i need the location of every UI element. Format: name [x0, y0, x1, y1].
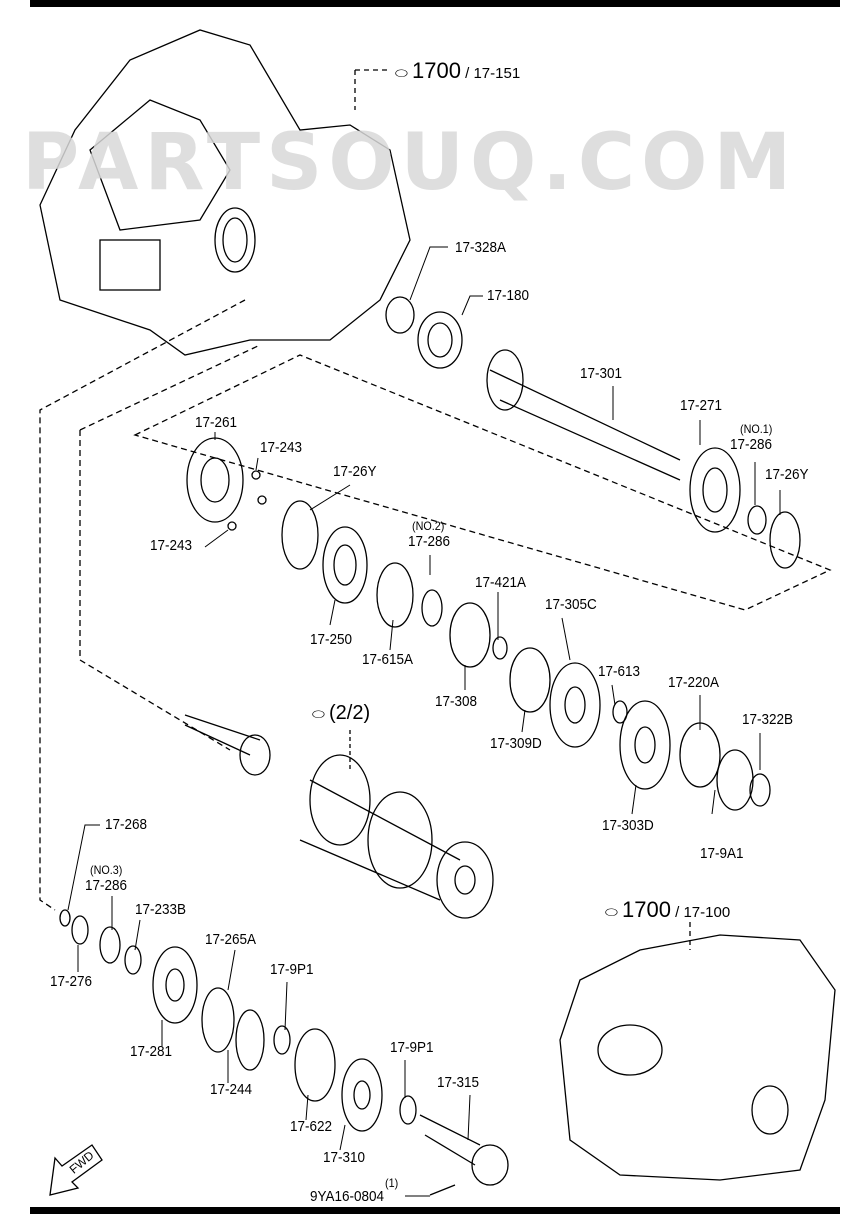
ref-main: 1700	[411, 58, 461, 83]
part-label[interactable]: 17-281	[130, 1043, 173, 1060]
part-label[interactable]: 17-303D	[602, 817, 654, 834]
part-label[interactable]: 17-243	[260, 439, 303, 456]
part-label[interactable]: 17-309D	[490, 735, 542, 752]
part-label[interactable]: 17-286	[85, 877, 128, 894]
part-note: (NO.2)	[412, 519, 445, 533]
watermark: PARTSOUQ.COM	[22, 118, 798, 208]
part-label[interactable]: 17-243	[150, 537, 193, 554]
reference-icon: ⬭	[312, 706, 329, 723]
part-label[interactable]: 17-244	[210, 1081, 253, 1098]
part-label[interactable]: 17-233B	[135, 901, 187, 918]
part-label[interactable]: 17-322B	[742, 711, 794, 728]
part-note: (NO.1)	[740, 422, 773, 436]
part-label[interactable]: 17-421A	[475, 574, 527, 591]
reference-icon: ⬭	[395, 65, 412, 82]
part-label[interactable]: 9YA16-0804	[310, 1188, 385, 1205]
bottom-border	[30, 1207, 840, 1214]
part-label[interactable]: 17-276	[50, 973, 93, 990]
part-label[interactable]: 17-180	[487, 287, 530, 304]
part-label[interactable]: 17-315	[437, 1074, 480, 1091]
part-label[interactable]: 17-310	[323, 1149, 366, 1166]
part-label[interactable]: 17-328A	[455, 239, 507, 256]
ref-main: 1700	[621, 897, 671, 922]
part-label[interactable]: 17-286	[408, 533, 451, 550]
reference-top[interactable]: ⬭ 1700 / 17-151	[395, 58, 521, 83]
part-label[interactable]: 17-271	[680, 397, 723, 414]
part-label[interactable]: 17-261	[195, 414, 238, 431]
fwd-arrow-icon	[49, 1144, 103, 1196]
part-label[interactable]: 17-613	[598, 663, 641, 680]
part-label[interactable]: 17-622	[290, 1118, 333, 1135]
assembly-reference[interactable]: ⬭ (2/2)	[312, 702, 370, 725]
part-label[interactable]: 17-9P1	[270, 961, 314, 978]
part-label[interactable]: 17-220A	[668, 674, 720, 691]
part-label[interactable]: 17-268	[105, 816, 148, 833]
part-label[interactable]: 17-301	[580, 365, 623, 382]
ref-sub: 17-100	[683, 904, 731, 921]
reference-icon: ⬭	[605, 904, 622, 921]
part-label[interactable]: 17-286	[730, 436, 773, 453]
ref-sub: 17-151	[473, 65, 521, 82]
part-label[interactable]: 17-250	[310, 631, 353, 648]
part-label[interactable]: 17-305C	[545, 596, 597, 613]
part-label[interactable]: 17-265A	[205, 931, 257, 948]
part-label[interactable]: 17-26Y	[765, 466, 809, 483]
part-label[interactable]: 17-9A1	[700, 845, 744, 862]
transaxle-case-rear	[559, 934, 836, 1181]
part-label[interactable]: 17-26Y	[333, 463, 377, 480]
top-border	[30, 0, 840, 7]
assembly-ref-label: (2/2)	[328, 702, 371, 724]
part-note: (1)	[385, 1176, 399, 1190]
part-label[interactable]: 17-615A	[362, 651, 414, 668]
part-note: (NO.3)	[90, 863, 123, 877]
reference-bottom[interactable]: ⬭ 1700 / 17-100	[605, 897, 731, 922]
part-label[interactable]: 17-308	[435, 693, 478, 710]
part-label[interactable]: 17-9P1	[390, 1039, 434, 1056]
transaxle-case-front	[39, 29, 411, 356]
